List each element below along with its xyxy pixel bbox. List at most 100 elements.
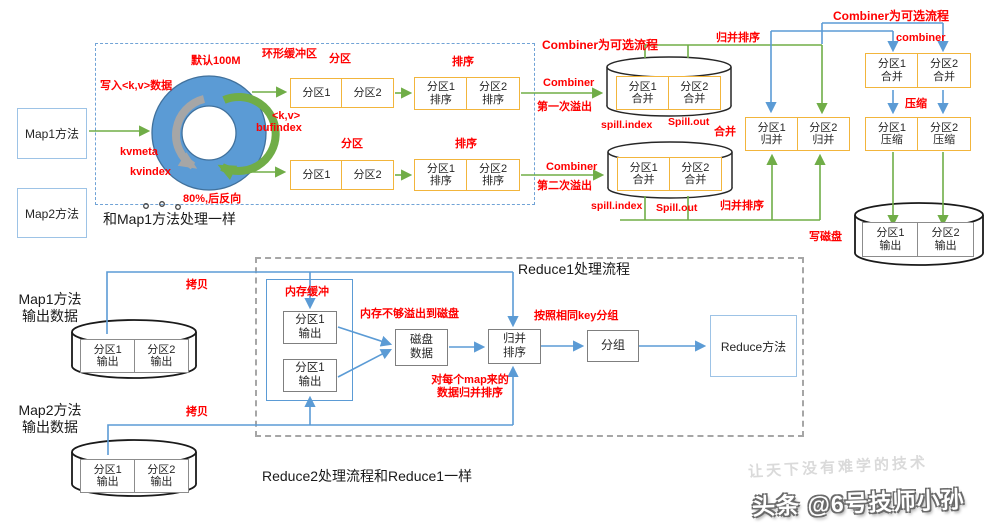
overflow-note: 内存不够溢出到磁盘 [360,308,459,320]
first-spill-label: 第一次溢出 [537,101,592,113]
reduce-method-box: Reduce方法 [710,315,797,377]
arrow-mem1-to-disk [337,326,393,347]
reduce-dashed-box [255,257,804,437]
combiner-optional-left-label: Combiner为可选流程 [542,38,659,52]
compress-label: 压缩 [905,98,927,110]
map2-output-line2: 输出数据 [22,418,78,435]
memory-buffer-label: 内存缓冲 [285,286,329,298]
partition-label-1: 分区 [329,53,351,65]
sort-label-1: 排序 [452,56,474,68]
kvmeta-label: kvmeta [120,146,158,158]
combiner-label-1: Combiner [543,77,595,89]
ring-buffer-donut [151,75,280,191]
kvindex-label: kvindex [130,166,171,178]
partition-label-2: 分区 [341,138,363,150]
partition2-cell: 分区2 [341,160,394,190]
map2-output-line1: Map2方法 [18,402,82,418]
mergesort-top-line [644,44,822,58]
bufindex-label: bufindex [256,122,302,134]
partition-boxes-row1: 分区1 分区2 [290,78,394,108]
sort-label-2: 排序 [455,138,477,150]
group-box: 分组 [587,330,639,362]
map-shuffle-dashed-box [95,43,535,205]
disk-data-box: 磁盘数据 [395,329,448,366]
green-connectors [89,44,949,227]
buffer-arrow-gray [172,95,206,170]
partition-boxes-row2: 分区1 分区2 [290,160,394,190]
map1-output-label: Map1方法 输出数据 [14,291,86,325]
merge-sort-box: 归并排序 [488,329,541,364]
merge-label: 合并 [714,126,736,138]
per-map-note: 对每个map来的 数据归并排序 [430,374,510,400]
combiner-optional-right-label: Combiner为可选流程 [833,9,950,23]
default-size-label: 默认100M [191,55,241,67]
combiner-label-2: Combiner [546,161,598,173]
write-disk-label: 写磁盘 [809,231,842,243]
write-kv-label: 写入<k,v>数据 [100,80,173,92]
per-map-note-line1: 对每个map来的 [431,374,509,386]
same-as-map1-note: 和Map1方法处理一样 [103,211,237,227]
spill-index-label-1: spill.index [601,119,653,131]
combiner-lower-label: combiner [896,32,946,44]
reduce-flow-title: Reduce1处理流程 [518,261,631,277]
map1-output-line1: Map1方法 [18,291,82,307]
combiner-optional-lines [771,22,943,44]
group-by-key-note: 按照相同key分组 [534,310,619,322]
second-spill-label: 第二次溢出 [537,180,592,192]
ring-buffer-label: 环形缓冲区 [262,48,317,60]
reduce2-note: Reduce2处理流程和Reduce1一样 [262,468,473,484]
map1-method-box: Map1方法 [17,108,87,159]
map2-method-box: Map2方法 [17,188,87,238]
copy1-line [106,271,513,334]
partition1-cell: 分区1 [290,160,343,190]
blue-connectors [106,22,949,455]
spill-out-label-2: Spill.out [656,202,698,214]
arrow-mem2-to-disk [337,348,392,378]
map2-output-label: Map2方法 输出数据 [14,402,86,436]
spill-out-label-1: Spill.out [668,116,710,128]
ellipsis-dots [143,201,181,210]
copy2-line [107,424,513,455]
kv-label: <k,v> [272,110,301,122]
buffer-arrow-green [217,92,280,180]
copy2-label: 拷贝 [186,406,208,418]
merge-sort-bottom-label: 归并排序 [720,200,764,212]
mergesort-bottom-line [620,196,820,221]
per-map-note-line2: 数据归并排序 [437,387,503,400]
map1-output-line2: 输出数据 [22,307,78,324]
backfill-label: 80%,后反向 [183,193,242,205]
copy1-label: 拷贝 [186,279,208,291]
spill-index-label-2: spill.index [591,200,643,212]
